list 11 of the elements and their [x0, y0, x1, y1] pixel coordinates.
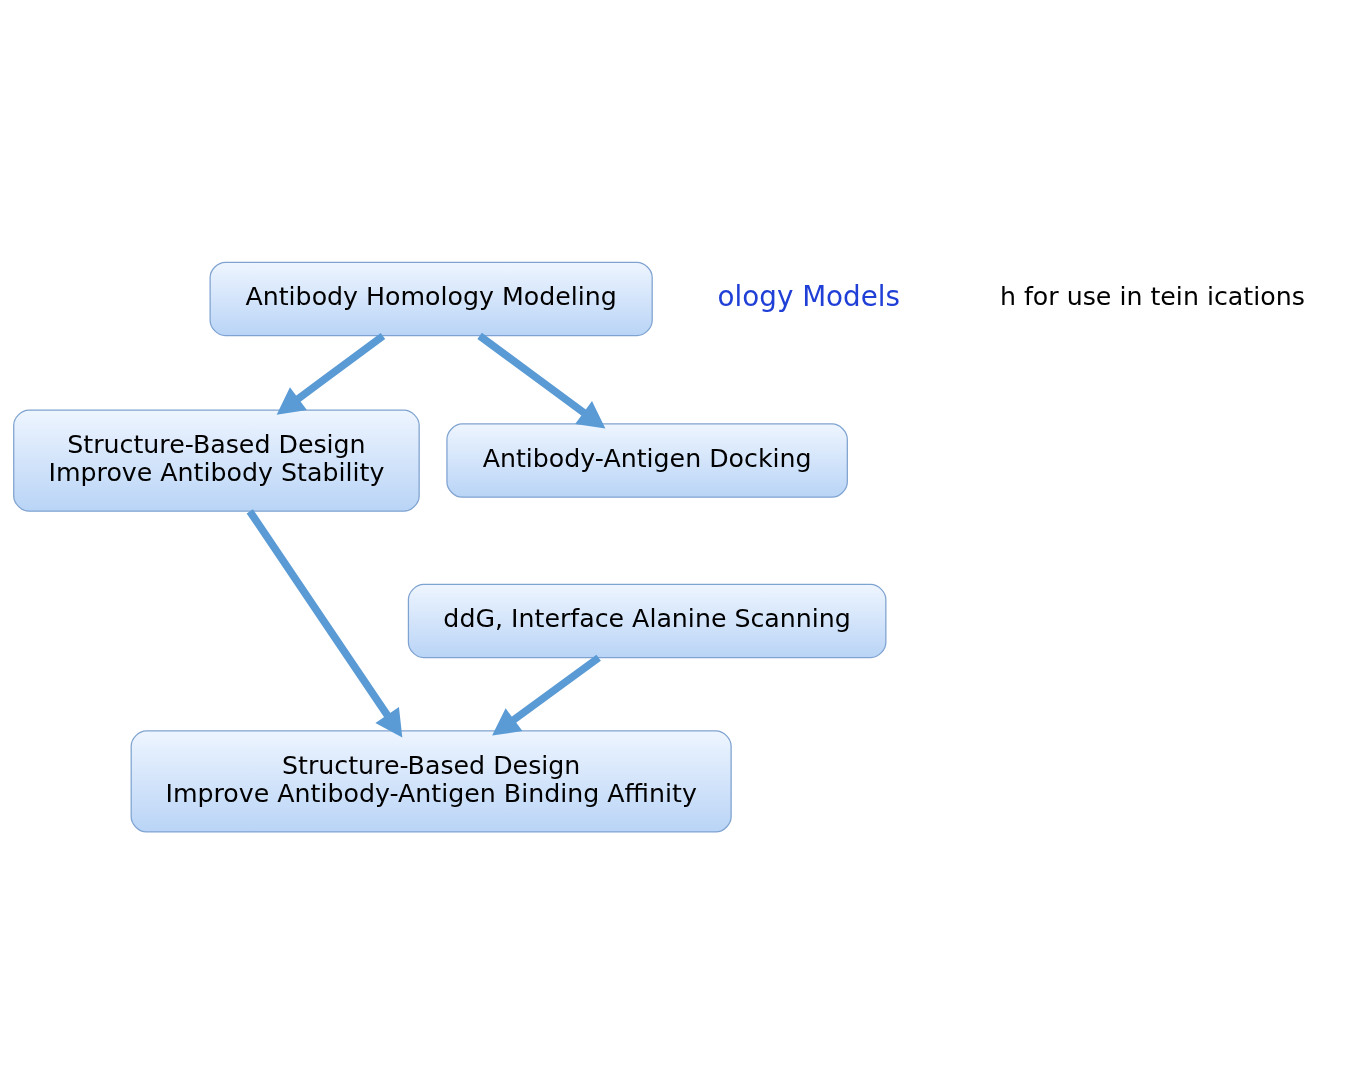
node-box: Antibody-Antigen Docking — [446, 422, 848, 498]
label: h for use in tein ications — [999, 281, 1305, 311]
node-box: Antibody Homology Modeling — [209, 261, 653, 336]
node-box: ddG, Interface Alanine Scanning — [407, 583, 887, 658]
label: ology Models — [717, 279, 901, 313]
arrow — [246, 508, 403, 737]
arrow — [492, 654, 601, 736]
node-box: Structure-Based Design Improve Antibody Stability — [13, 408, 420, 512]
arrow — [477, 332, 606, 429]
arrow — [276, 332, 386, 415]
node-box: Structure-Based Design Improve Antibody-Antigen Binding Affinity — [130, 729, 732, 833]
